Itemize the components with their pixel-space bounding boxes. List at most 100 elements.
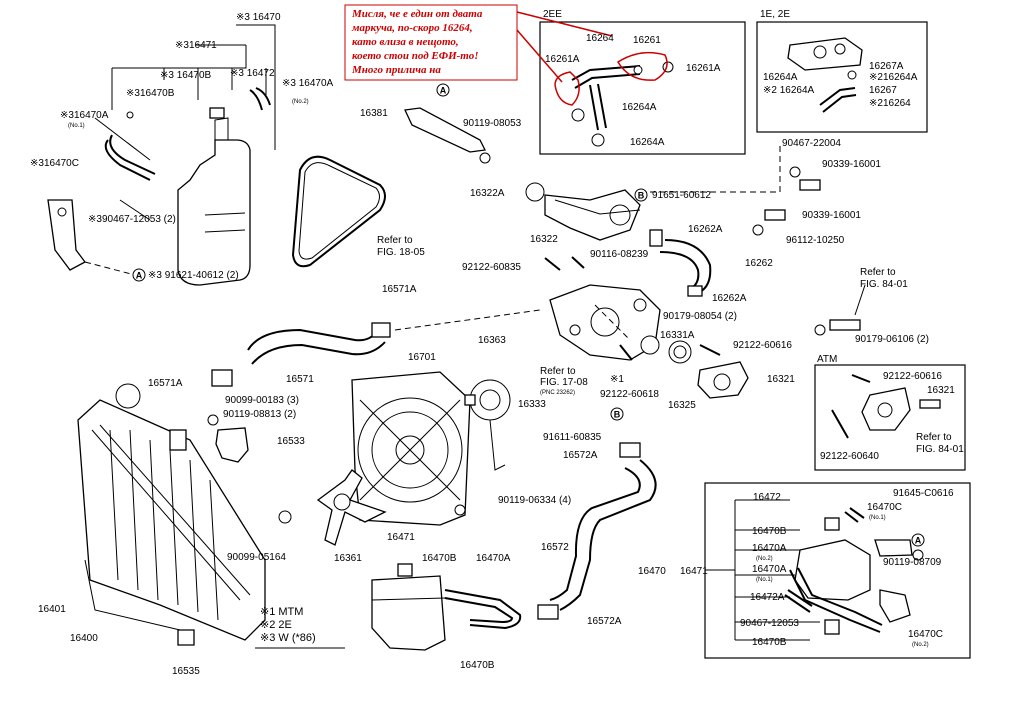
label-16470Ad: 16470A	[752, 564, 787, 575]
box-atm	[814, 364, 966, 471]
label-91645: 91645-C0616	[893, 488, 954, 499]
label-16471c: 16471	[680, 566, 708, 577]
label-16471b: 16471	[387, 532, 415, 543]
label-90119-08813: 90119-08813 (2)	[223, 409, 296, 420]
label-90179-08054: 90179-08054 (2)	[663, 311, 737, 322]
label-16381: 16381	[360, 108, 388, 119]
label-16470Bb: 16470B	[422, 553, 457, 564]
label-216264A: ※216264A	[869, 72, 918, 83]
water-outlet-assembly	[525, 145, 866, 399]
label-box-2ee: 2EE	[543, 9, 562, 20]
label-90339-16001b: 90339-16001	[802, 210, 861, 221]
label-16470A-b-no1: (No.1)	[68, 123, 85, 129]
svg-text:маркуча, по-скоро 16264,: маркуча, по-скоро 16264,	[351, 22, 473, 34]
label-90467-22004: 90467-22004	[782, 138, 841, 149]
label-16571A-b: 16571A	[148, 378, 183, 389]
label-90119-08053: 90119-08053	[463, 118, 522, 129]
label-92122-60616b: 92122-60616	[883, 371, 942, 382]
svg-text:Мисля, че е един от двата: Мисля, че е един от двата	[351, 8, 483, 20]
upper-radiator-hose	[211, 322, 391, 387]
label-refer-1708-c: (PNC 23262)	[540, 390, 575, 396]
label-16470Bc: 16470B	[460, 660, 495, 671]
label-16470Cc-no2: (No.2)	[912, 642, 929, 648]
label-16267: 16267	[869, 85, 897, 96]
label-16470Ad-no1: (No.1)	[756, 577, 773, 583]
label-16401: 16401	[38, 604, 66, 615]
label-refer-1708-a: Refer to	[540, 366, 576, 377]
label-16572A-a: 16572A	[563, 450, 598, 461]
label-16470B-a: ※3 16470B	[160, 70, 212, 81]
label-16533: 16533	[277, 436, 305, 447]
label-16261A-a: 16261A	[545, 54, 580, 65]
label-16267A: 16267A	[869, 61, 904, 72]
label-16470C-a: ※316470C	[30, 158, 79, 169]
svg-text:като влиза в нещото,: като влиза в нещото,	[352, 36, 459, 48]
label-16470A-a: ※3 16470A	[282, 78, 334, 89]
svg-text:A: A	[440, 86, 447, 96]
label-refer-8401-c: Refer to	[916, 432, 952, 443]
label-90119-06334: 90119-06334 (4)	[498, 495, 571, 506]
box-atm-parts	[831, 374, 941, 439]
label-16470Cb: 16470C	[867, 502, 902, 513]
label-16470B-b: ※316470B	[126, 88, 175, 99]
label-refer-1708-b: FIG. 17-08	[540, 377, 588, 388]
label-90099-05164: 90099-05164	[227, 552, 286, 563]
label-2-16264A: ※2 16264A	[763, 85, 815, 96]
marker-a-91645: A	[911, 533, 925, 547]
label-16470A-b: ※316470A	[60, 110, 109, 121]
label-16572A-b: 16572A	[587, 616, 622, 627]
label-16261A-b: 16261A	[686, 63, 721, 74]
label-16264: 16264	[586, 33, 614, 44]
label-16571A-a: 16571A	[382, 284, 417, 295]
label-16264A-c: 16264A	[763, 72, 798, 83]
label-16472Ab: 16472A	[750, 592, 785, 603]
label-16470Ab: 16470A	[476, 553, 511, 564]
box-reservoir-parts	[705, 499, 924, 641]
svg-text:Много прилича на: Много прилича на	[351, 64, 441, 76]
label-16470Ac: 16470A	[752, 543, 787, 554]
box-2ee-parts	[554, 51, 674, 147]
radiator	[77, 383, 266, 646]
label-90119-08709: 90119-08709	[883, 557, 942, 568]
marker-a-top: A	[436, 83, 450, 97]
label-refer-1805-a: Refer to	[377, 235, 413, 246]
marker-b-91611: B	[610, 407, 624, 421]
label-90116: 90116-08239	[590, 249, 649, 260]
label-92122-60618: 92122-60618	[600, 389, 659, 400]
label-16322A: 16322A	[470, 188, 505, 199]
label-16470A-a-no2: (No.2)	[292, 99, 309, 105]
svg-text:B: B	[614, 410, 621, 420]
label-16262A-b: 16262A	[712, 293, 747, 304]
label-16321b: 16321	[927, 385, 955, 396]
label-91621: ※3 91621-40612 (2)	[148, 270, 239, 281]
marker-b-91651: B	[634, 188, 648, 202]
label-refer-1805-b: FIG. 18-05	[377, 247, 425, 258]
label-16470: 16470	[638, 566, 666, 577]
svg-text:A: A	[915, 536, 922, 546]
label-16470-top: ※3 16470	[236, 12, 281, 23]
label-16363: 16363	[478, 335, 506, 346]
label-16470Bd: 16470B	[752, 526, 787, 537]
svg-text:което стои под ЕФИ-то!: което стои под ЕФИ-то!	[352, 50, 479, 62]
label-92122-60616a: 92122-60616	[733, 340, 792, 351]
label-92122-60835: 92122-60835	[462, 262, 521, 273]
fan-shroud-assembly	[207, 371, 511, 546]
label-90099-00183: 90099-00183 (3)	[225, 395, 299, 406]
label-90467-12053b: 90467-12053	[740, 618, 799, 629]
label-16470Cb-no1: (No.1)	[869, 515, 886, 521]
label-refer-8401-d: FIG. 84-01	[916, 444, 964, 455]
label-16325: 16325	[668, 400, 696, 411]
legend-2e: ※2 2E	[260, 619, 292, 631]
label-16322: 16322	[530, 234, 558, 245]
label-16264A-a: 16264A	[622, 102, 657, 113]
label-96112: 96112-10250	[786, 235, 845, 246]
label-16264A-b: 16264A	[630, 137, 665, 148]
label-refer-8401-b: FIG. 84-01	[860, 279, 908, 290]
box-1e-2e-parts	[787, 37, 863, 113]
label-16572: 16572	[541, 542, 569, 553]
label-box-atm: ATM	[817, 354, 837, 365]
label-16571: 16571	[286, 374, 314, 385]
label-90339-16001: 90339-16001	[822, 159, 881, 170]
lower-radiator-hose	[537, 442, 657, 620]
